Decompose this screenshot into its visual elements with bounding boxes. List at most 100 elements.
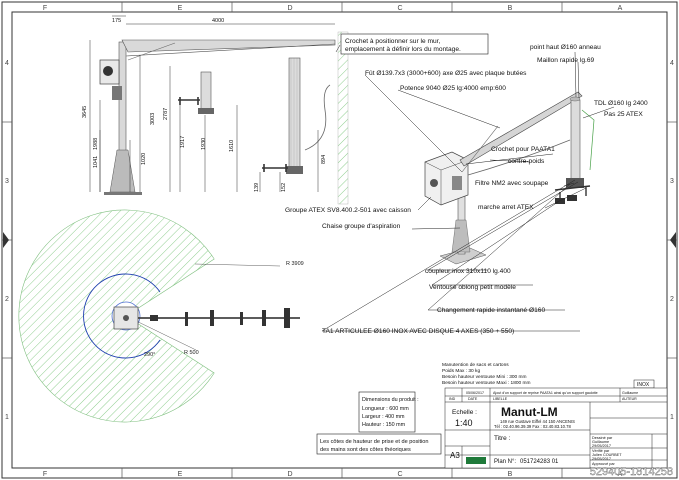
- dims-longueur: Longueur : 600 mm: [362, 406, 409, 412]
- dims-hauteur: Hauteur : 150 mm: [362, 422, 406, 428]
- iso-group-box: [424, 151, 469, 206]
- callout-crochet-paata: Crochet pour PAATA1: [491, 146, 555, 153]
- wall-hatch: [337, 31, 349, 205]
- callout-crochet-mur-line1: Crochet à positionner sur le mur,: [345, 38, 440, 45]
- tb-col-libelle: LIBELLE: [493, 397, 508, 401]
- tb-verifie-name: Julien COURBET: [592, 453, 622, 457]
- tb-echelle-value: 1:40: [455, 418, 473, 428]
- hose-elevation: [304, 84, 331, 151]
- tb-col-auteur: AUTEUR: [622, 397, 637, 401]
- row-label-right-4: 1: [670, 414, 674, 421]
- row-label-right-2: 3: [670, 178, 674, 185]
- callout-fut: Fût Ø139.7x3 (3000+600) axe Ø25 avec pla…: [365, 70, 527, 77]
- dim-1930: 1930: [201, 138, 207, 150]
- dim-angle-290: 290°: [144, 352, 155, 358]
- title-block: [444, 387, 668, 469]
- jib-boom: [121, 39, 336, 53]
- row-label-left-2: 3: [5, 178, 9, 185]
- cotes-line1: Les côtes de hauteur de prise et de posi…: [320, 439, 429, 445]
- dim-1041: 1041: [93, 156, 99, 168]
- dim-175: 175: [112, 18, 121, 24]
- frame-center-arrow-right: [670, 232, 676, 248]
- frame-center-arrow-left: [3, 232, 9, 248]
- col-label-bottom-3: D: [287, 471, 292, 478]
- callout-maillon: Maillon rapide lg.69: [537, 57, 595, 64]
- rotation-arc: [83, 273, 161, 359]
- tb-dessine-label: Dessiné par: [592, 436, 613, 440]
- row-label-left-1: 4: [5, 60, 9, 67]
- plan-view: R 3909 R 500 290°: [18, 209, 304, 423]
- tb-col-ind: IND: [449, 397, 456, 401]
- dim-139: 139: [254, 183, 260, 192]
- callout-chaise: Chaise groupe d'aspiration: [322, 223, 401, 230]
- tb-rev-text: Ajout d'un support de reprise PAATA1 ain…: [493, 391, 598, 395]
- dim-1988: 1988: [93, 138, 99, 150]
- tb-verifie-label: Vérifié par: [592, 449, 610, 453]
- tb-rev-author: Guillaume: [622, 391, 638, 395]
- callout-crochet-mur-line2: emplacement à définir lors du montage.: [345, 46, 461, 53]
- dims-largeur: Largeur : 400 mm: [362, 414, 405, 420]
- cotes-line2: des mains sont des côtes théoriques: [320, 447, 411, 453]
- note-manutention-3: Besoin hauteur ventouse Mini : 300 mm: [442, 374, 527, 380]
- tb-rev-date: 05/06/2017: [466, 391, 484, 395]
- callout-ventouse: Ventouse oblong petit modèle: [429, 284, 516, 291]
- row-label-left-4: 1: [5, 414, 9, 421]
- iso-hose: [467, 139, 571, 176]
- tb-plan-number: 051724283 01: [520, 459, 559, 465]
- dims-box: [358, 391, 416, 433]
- lift-tube-far: [288, 57, 301, 169]
- inox-label: INOX: [637, 382, 650, 388]
- col-label-top-5: B: [508, 5, 513, 12]
- note-manutention-1: Manutention de sacs et cartons: [442, 362, 509, 368]
- tb-echelle-label: Echelle :: [452, 409, 477, 416]
- callout-contre-poids: contre-poids: [508, 158, 545, 165]
- callout-point-haut: point haut Ø160 anneau: [530, 44, 601, 51]
- tb-company-logo: Manut-LM: [501, 405, 558, 419]
- col-label-bottom-2: E: [178, 471, 183, 478]
- callout-coupleur: coupleur inox 310x110 lg.400: [425, 268, 511, 275]
- callout-filtre: Filtre NM2 avec soupape: [475, 180, 549, 187]
- dim-894: 894: [321, 155, 327, 164]
- tb-dessine-date: 29/05/2017: [592, 444, 611, 448]
- iso-head: [566, 178, 584, 188]
- tb-approuve-label: Approuvé par: [592, 462, 616, 466]
- column-base: [109, 149, 136, 193]
- col-label-top-4: C: [397, 5, 402, 12]
- callout-box-crochet-mur: [340, 33, 489, 55]
- callout-tdl-line1: TDL Ø160 lg 2400: [594, 100, 648, 107]
- column-foot: [104, 192, 142, 195]
- handle-right-elevation: [262, 164, 288, 172]
- tb-plan-label: Plan N°:: [494, 459, 516, 465]
- iso-jib: [459, 91, 583, 167]
- dims-title: Dimensions du produit :: [362, 397, 419, 403]
- leader-lines: [321, 44, 615, 332]
- dim-3003: 3003: [150, 113, 156, 125]
- callout-groupe-atex: Groupe ATEX SV8.400.2-501 avec caisson: [285, 207, 411, 214]
- handles-plan: [150, 308, 290, 328]
- col-label-top-6: A: [618, 5, 623, 12]
- elevation-view: 175 4000 3645 1988 1041 3003 1020 2787 1…: [82, 15, 349, 205]
- row-label-right-3: 2: [670, 296, 674, 303]
- tb-manutlm-mini-logo: [466, 457, 486, 464]
- col-label-bottom-6: A: [618, 471, 623, 478]
- lift-tube-mid: [200, 71, 212, 111]
- iso-lift-tube: [570, 99, 581, 181]
- cotes-box: [316, 433, 442, 455]
- iso-pad-1: [555, 198, 565, 204]
- tb-format: A3: [450, 451, 460, 460]
- iso-pad-2: [567, 195, 577, 201]
- callout-changement: Changement rapide instantané Ø160: [437, 307, 545, 314]
- tb-col-date: DATE: [468, 397, 478, 401]
- tb-address-1: 149 rue Gustave Eiffel 44 150 ANCENIS: [500, 419, 575, 424]
- dim-r3909: R 3909: [286, 261, 304, 267]
- callout-marche-arret: marche arret ATEX: [478, 204, 534, 211]
- dim-3645: 3645: [82, 106, 88, 118]
- col-label-top-2: E: [178, 5, 183, 12]
- tb-address-2: Tél : 02.40.96.39.39 Fax : 02.40.83.10.7…: [494, 424, 571, 429]
- handle-left-elevation: [178, 97, 200, 105]
- row-label-left-3: 2: [5, 296, 9, 303]
- callout-ta1: TA1 ARTICULEE Ø160 INOX AVEC DISQUE 4 AX…: [322, 328, 514, 335]
- col-label-bottom-1: F: [43, 471, 47, 478]
- dim-r500: R 500: [184, 350, 199, 356]
- note-manutention-4: Besoin hauteur ventouse Maxi : 1800 mm: [442, 380, 531, 386]
